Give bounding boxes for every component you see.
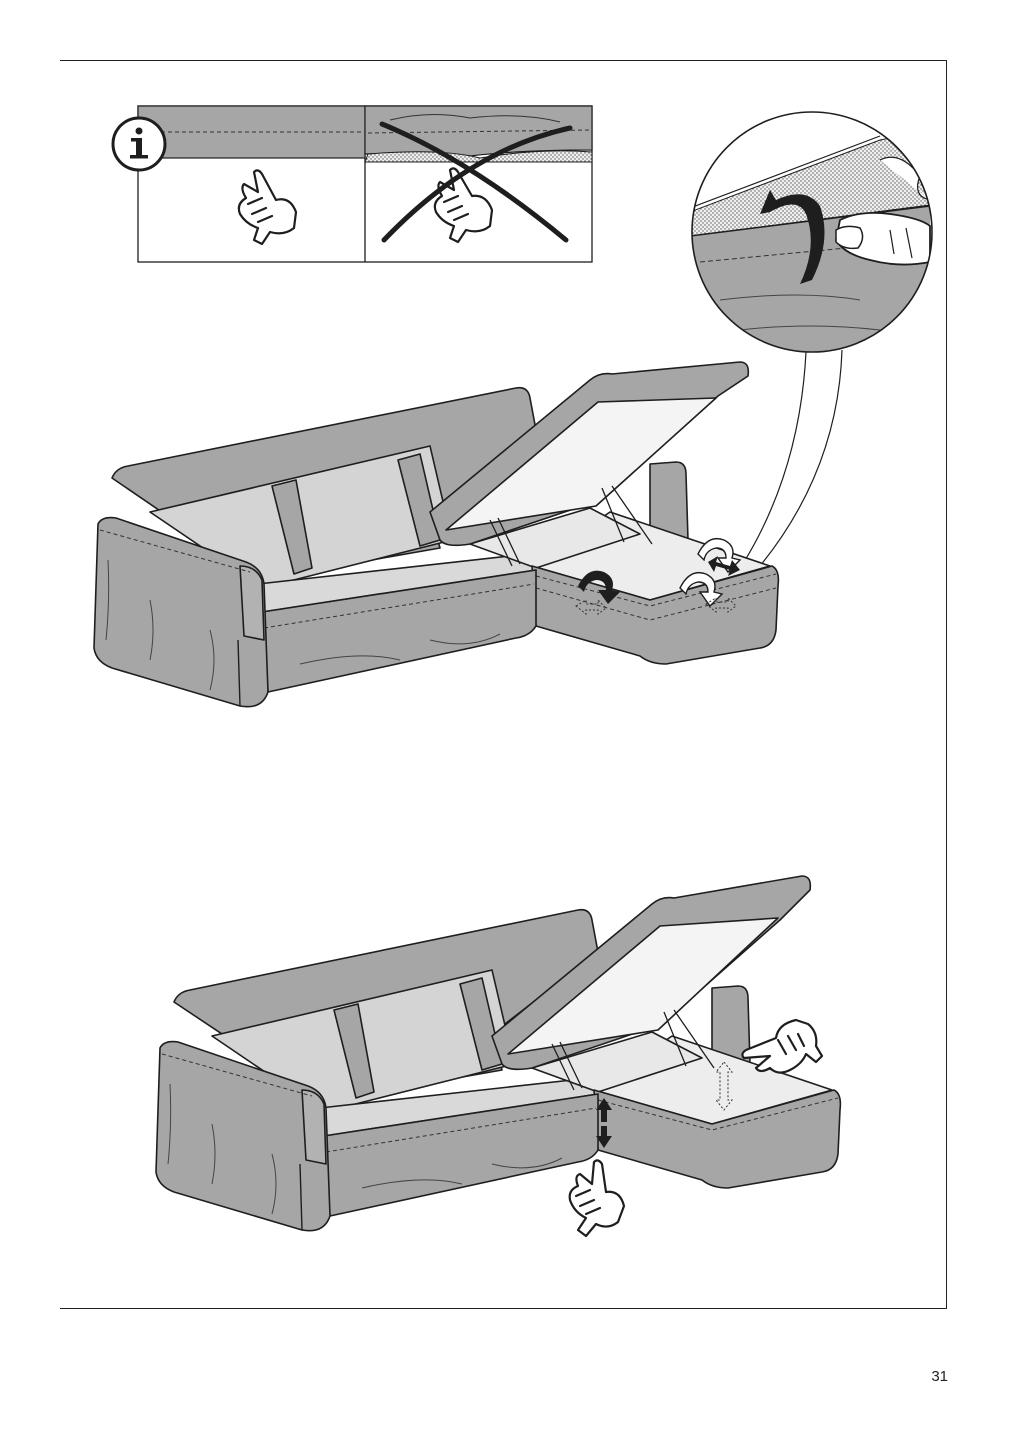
rotate-arrow-icon xyxy=(578,570,620,604)
detail-zoom-circle xyxy=(691,111,933,567)
pointing-hand-icon xyxy=(568,1159,626,1238)
vertical-arrow-icon xyxy=(596,1098,612,1148)
sofa-step-1 xyxy=(93,361,780,708)
pointing-hand-icon xyxy=(237,169,298,246)
double-arrow-icon xyxy=(708,556,740,576)
rotate-arrow-icon xyxy=(679,571,724,608)
lift-arrow-icon xyxy=(760,190,825,284)
sofa-step-2 xyxy=(155,875,842,1232)
info-icon xyxy=(111,116,167,172)
vertical-arrow-icon xyxy=(714,1061,734,1111)
pointing-hand-icon xyxy=(433,167,494,244)
cross-mark-icon xyxy=(379,121,573,243)
instruction-frame xyxy=(60,60,947,1309)
info-panel xyxy=(111,105,593,263)
page-number: 31 xyxy=(931,1368,948,1385)
pointing-hand-icon xyxy=(741,1018,824,1074)
